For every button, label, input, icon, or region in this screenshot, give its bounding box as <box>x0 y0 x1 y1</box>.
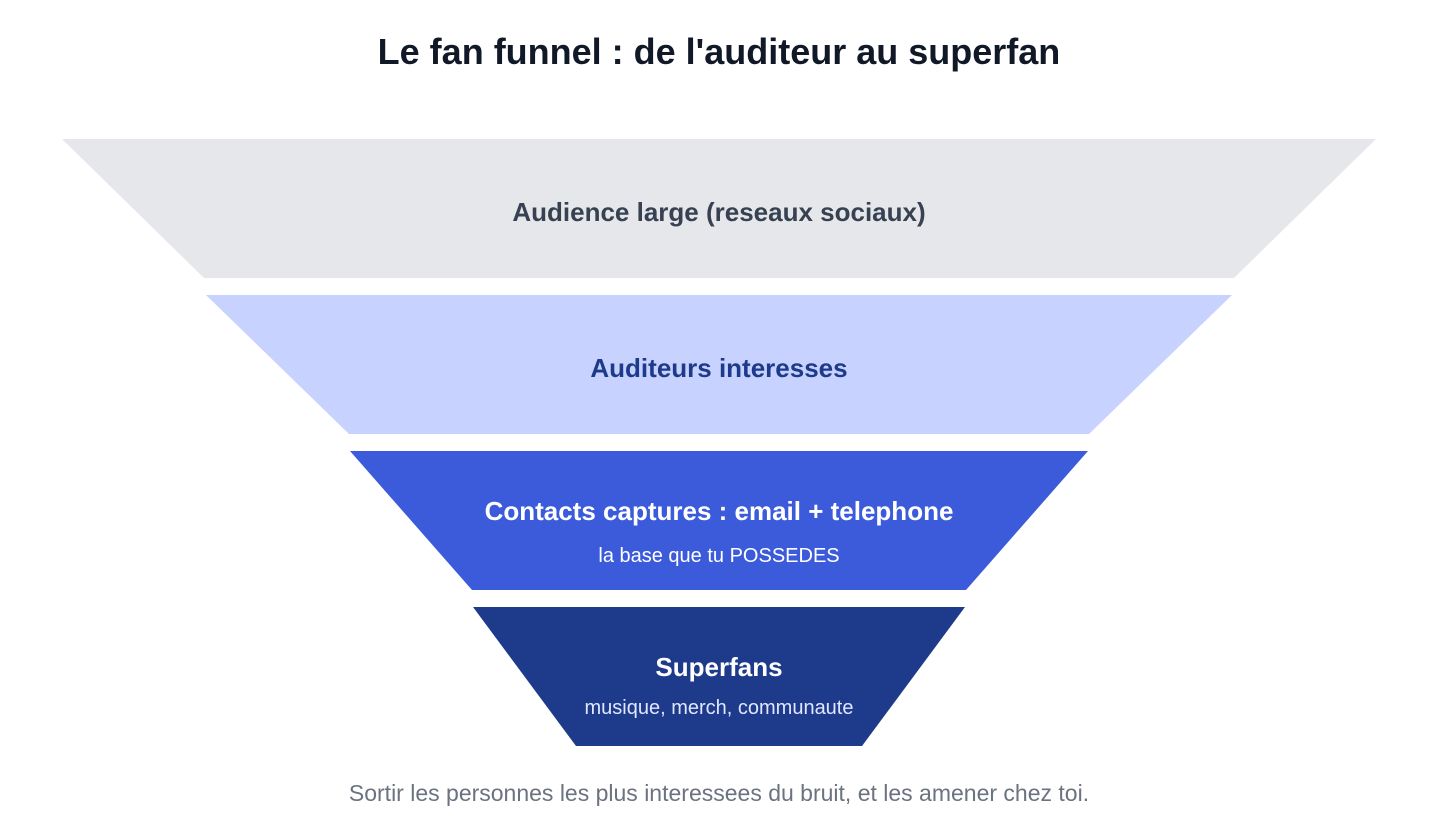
page-title: Le fan funnel : de l'auditeur au superfa… <box>377 31 1061 72</box>
funnel-stage-superfans: Superfans musique, merch, communaute <box>473 607 965 746</box>
funnel-stage-superfans-sublabel: musique, merch, communaute <box>584 697 853 719</box>
funnel-stage-auditeurs-label: Auditeurs interesses <box>590 353 847 383</box>
footer-caption: Sortir les personnes les plus interessee… <box>348 780 1090 806</box>
funnel-stage-contacts-shape <box>350 451 1088 590</box>
funnel-stage-superfans-label: Superfans <box>655 652 782 682</box>
funnel-stage-contacts: Contacts captures : email + telephone la… <box>350 451 1088 590</box>
funnel-stage-audience-shape <box>62 139 1376 278</box>
funnel-stage-auditeurs-shape <box>206 295 1232 434</box>
funnel-stage-audience-label: Audience large (reseaux sociaux) <box>512 197 925 227</box>
funnel-stage-superfans-shape <box>473 607 965 746</box>
funnel-stage-contacts-label: Contacts captures : email + telephone <box>485 496 954 526</box>
funnel-stage-auditeurs: Auditeurs interesses <box>206 295 1232 434</box>
funnel-stage-contacts-sublabel: la base que tu POSSEDES <box>598 545 839 567</box>
funnel-stage-audience: Audience large (reseaux sociaux) <box>62 139 1376 278</box>
